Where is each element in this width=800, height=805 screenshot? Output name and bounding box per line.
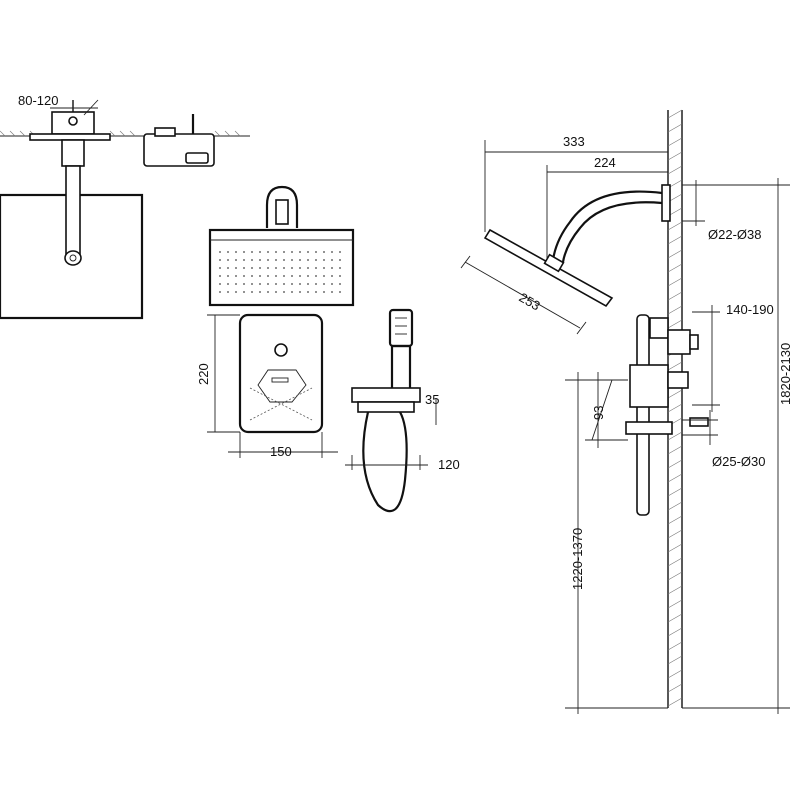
arm-pipe-diameter: Ø22-Ø38 [708,227,761,242]
rain-shower-head [208,228,355,307]
valve-dimensions: 140-190 93 Ø25-Ø30 [585,302,774,469]
thermostat-module [143,114,215,167]
panel-height-label: 220 [196,363,211,385]
head-diameter: 253 [517,290,543,314]
shower-head-side [483,228,614,308]
arm-projection-total: 333 [563,134,585,149]
thermostat-panel [238,313,324,434]
valve-offset: 140-190 [726,302,774,317]
ceiling-mount [265,185,299,228]
wall-depth-dimension: 80-120 [18,93,99,116]
shower-arm [551,184,671,263]
panel-width-dimension: 150 [228,432,338,459]
panel-width-label: 150 [270,444,292,459]
handshower-offset-b: 120 [438,457,460,472]
panel-height-dimension: 220 [196,314,240,433]
hand-shower [351,308,421,513]
arm-projection-inner: 224 [594,155,616,170]
installation-section-view: 80-120 [0,93,250,320]
handshower-offset-a: 35 [425,392,439,407]
arm-dimensions: 333 224 Ø22-Ø38 253 [460,134,761,335]
side-elevation-view: 333 224 Ø22-Ø38 253 [460,109,793,714]
valve-height: 93 [591,406,606,420]
concealed-valve [591,314,709,516]
valve-pipe-diameter: Ø25-Ø30 [712,454,765,469]
valve-install-height: 1220-1370 [570,528,585,590]
wall-depth-label: 80-120 [18,93,58,108]
wall-box [0,165,144,320]
height-dimensions: 1820-2130 1220-1370 [565,178,793,714]
valve-body-top [29,100,111,167]
handshower-dimensions: 35 120 [345,392,460,472]
head-height-label: 1820-2130 [778,343,793,405]
front-view: 220 150 35 120 [196,185,460,513]
